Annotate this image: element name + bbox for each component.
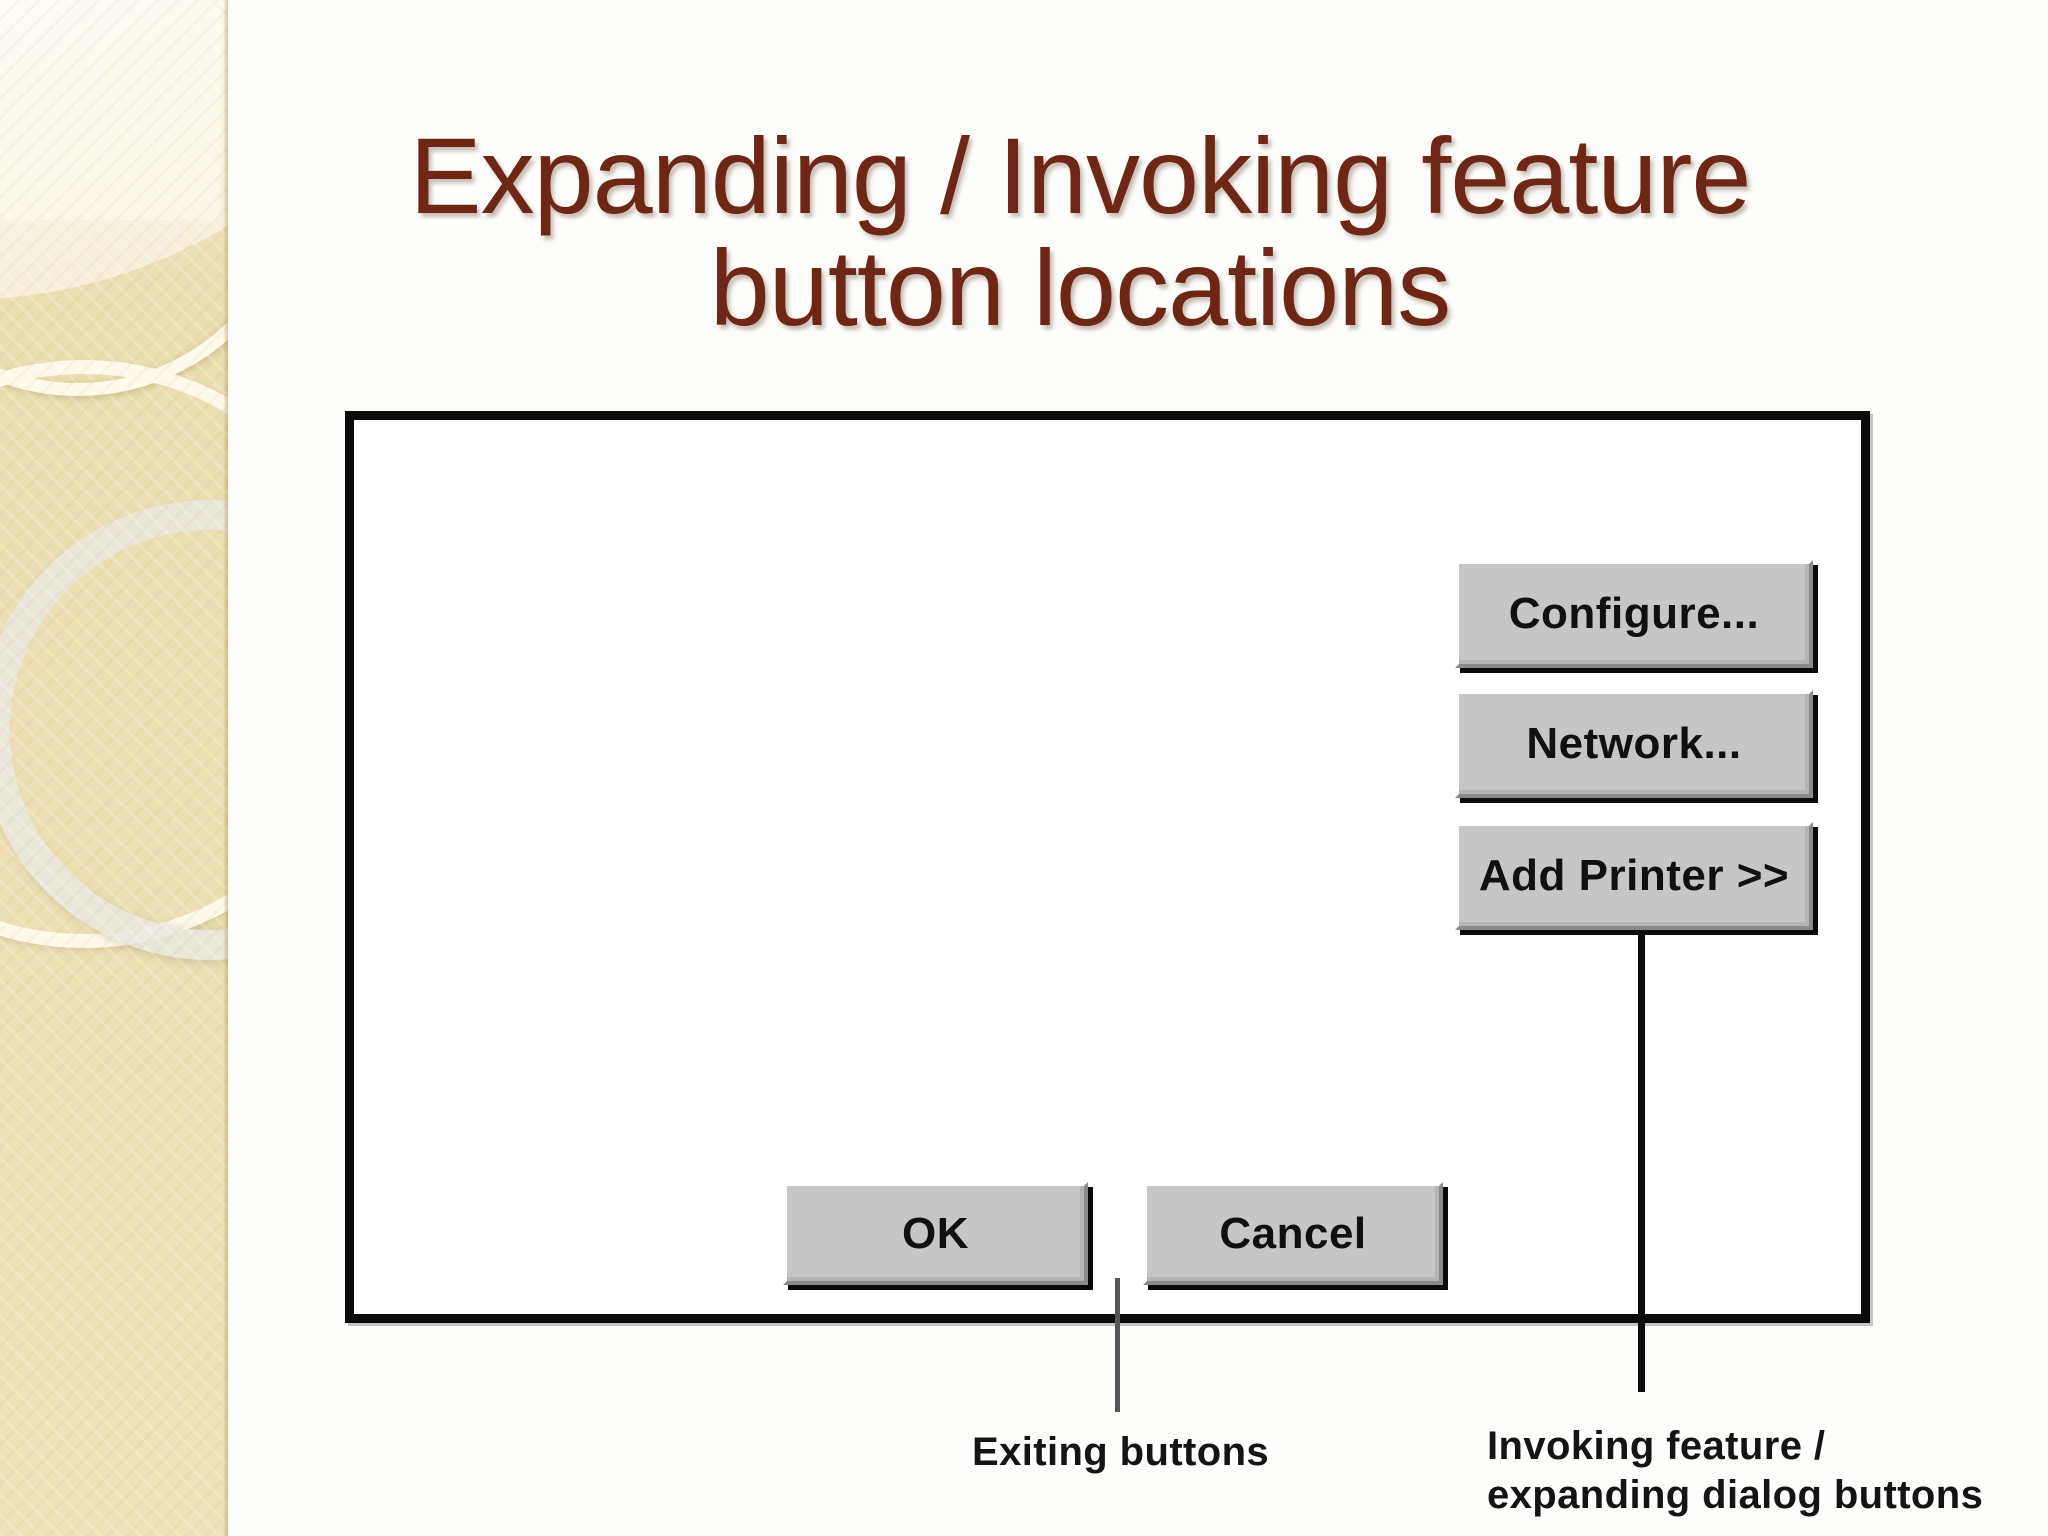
decorative-sidebar <box>0 0 228 1536</box>
page-title: Expanding / Invoking feature button loca… <box>409 115 1752 348</box>
network-button-label: Network... <box>1526 719 1742 768</box>
network-button[interactable]: Network... <box>1455 690 1813 798</box>
cancel-button-label: Cancel <box>1219 1208 1367 1258</box>
callout-label-invoking-feature: Invoking feature / expanding dialog butt… <box>1487 1424 1984 1517</box>
sidebar-edge <box>223 0 228 1536</box>
add-printer-button[interactable]: Add Printer >> <box>1455 822 1813 930</box>
add-printer-button-label: Add Printer >> <box>1478 851 1790 900</box>
ok-button[interactable]: OK <box>783 1182 1088 1285</box>
configure-button-label: Configure... <box>1508 589 1760 638</box>
callout-label-exiting-buttons: Exiting buttons <box>972 1430 1270 1474</box>
callout-leader-line-exiting <box>1115 1278 1120 1412</box>
callout-leader-line-invoking <box>1638 930 1645 1392</box>
sidebar-texture <box>0 0 228 1536</box>
cancel-button[interactable]: Cancel <box>1143 1182 1443 1285</box>
ok-button-label: OK <box>902 1208 969 1258</box>
configure-button[interactable]: Configure... <box>1455 560 1813 668</box>
